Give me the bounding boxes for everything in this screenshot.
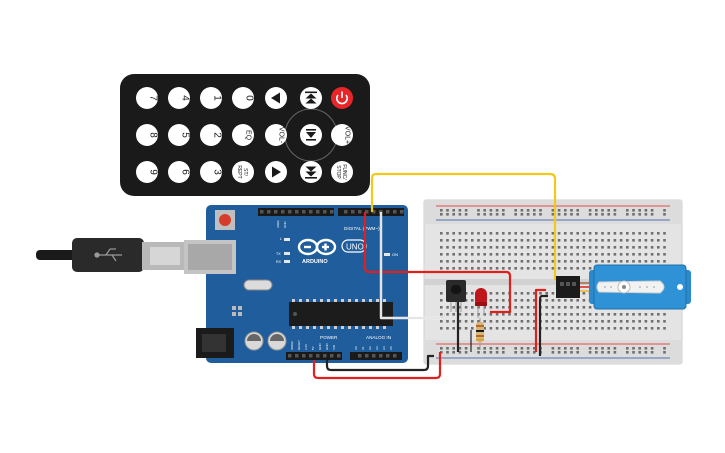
on-label: ON bbox=[392, 252, 398, 257]
remote-key-st-rept[interactable]: ST/REPT bbox=[232, 161, 254, 183]
yellow-wire bbox=[370, 172, 557, 280]
gnd-top-label: GND bbox=[283, 221, 287, 229]
remote-key-9[interactable]: 9 bbox=[136, 161, 159, 183]
rx-label: RX bbox=[276, 260, 282, 264]
svg-text:VOL+: VOL+ bbox=[344, 126, 351, 144]
gnd-bottom-label: GND bbox=[318, 343, 322, 351]
svg-text:UNO: UNO bbox=[346, 243, 364, 252]
remote-key-label: 8 bbox=[148, 132, 159, 138]
vin-label: VIN bbox=[332, 345, 336, 350]
analog-pin-label-a2: A2 bbox=[368, 346, 372, 350]
remote-key-3[interactable]: 3 bbox=[200, 161, 223, 183]
remote-key-label: 5 bbox=[180, 132, 191, 138]
ioref-label: IOREF bbox=[290, 341, 294, 350]
remote-key-label: 6 bbox=[180, 169, 191, 175]
arduino-logo bbox=[297, 238, 337, 256]
remote-key-label: EQ bbox=[245, 130, 252, 141]
analog-pin-label-a3: A3 bbox=[375, 346, 379, 350]
status-leds bbox=[284, 238, 390, 263]
ir-receiver[interactable] bbox=[446, 280, 466, 312]
remote-key-eq[interactable]: EQ bbox=[232, 124, 254, 146]
remote-prev-button[interactable] bbox=[265, 87, 287, 109]
triangle-right-icon bbox=[272, 166, 281, 178]
remote-play-pause-button[interactable] bbox=[300, 124, 322, 146]
remote-fast-forward-button[interactable] bbox=[300, 161, 322, 183]
power-icon bbox=[336, 91, 348, 105]
reset-button[interactable] bbox=[215, 210, 235, 230]
remote-func-stop-button[interactable]: FUNC/STOP bbox=[331, 161, 353, 183]
svg-text:VOL-: VOL- bbox=[278, 127, 285, 144]
red-led[interactable] bbox=[475, 288, 487, 318]
skip-up-icon bbox=[305, 91, 317, 104]
remote-func-stop-label: FUNC/STOP bbox=[335, 164, 347, 180]
uno-badge: UNO bbox=[341, 239, 367, 253]
remote-key-label: 9 bbox=[148, 169, 159, 175]
triangle-left-icon bbox=[271, 92, 280, 104]
ir-remote: 7 4 1 0 8 5 2 EQ 9 6 3 ST/REPT VOL- bbox=[120, 74, 370, 196]
servo-motor[interactable] bbox=[556, 264, 691, 310]
remote-key-label: 2 bbox=[212, 132, 223, 138]
black-wire-ground bbox=[325, 354, 434, 372]
remote-key-label: 1 bbox=[212, 95, 223, 101]
analog-pin-label-a4: A4 bbox=[382, 346, 386, 350]
analog-pin-label-a0: A0 bbox=[354, 346, 358, 350]
remote-next-button[interactable] bbox=[265, 161, 287, 183]
v5-label: 5V bbox=[311, 346, 315, 350]
aref-label: AREF bbox=[276, 220, 280, 228]
remote-vol-plus-button[interactable]: VOL+ bbox=[331, 124, 353, 146]
remote-key-label: 4 bbox=[180, 95, 191, 101]
power-header[interactable] bbox=[286, 352, 402, 360]
remote-key-6[interactable]: 6 bbox=[168, 161, 191, 183]
remote-power-button[interactable] bbox=[331, 87, 353, 109]
remote-key-8[interactable]: 8 bbox=[136, 124, 159, 146]
arduino-uno-board: ARDUINO UNO DIGITAL (PWM~) POWER ANALOG … bbox=[184, 205, 408, 363]
reset-pin-label: RESET bbox=[297, 340, 301, 350]
remote-key-4[interactable]: 4 bbox=[168, 87, 191, 109]
l-label: L bbox=[280, 237, 282, 241]
remote-key-7[interactable]: 7 bbox=[136, 87, 159, 109]
remote-key-5[interactable]: 5 bbox=[168, 124, 191, 146]
usb-icon bbox=[94, 248, 122, 262]
gnd-bottom-label-2: GND bbox=[325, 343, 329, 351]
wires bbox=[312, 172, 557, 380]
remote-key-label: 0 bbox=[244, 95, 255, 101]
remote-vol-minus-button[interactable]: VOL- bbox=[265, 124, 287, 146]
red-wire-servo-rail bbox=[534, 288, 546, 352]
analog-label: ANALOG IN bbox=[366, 335, 391, 340]
skip-down-icon bbox=[305, 166, 317, 179]
digital-label: DIGITAL (PWM~) bbox=[344, 226, 380, 231]
v33-label: 3.3V bbox=[304, 344, 308, 350]
power-label: POWER bbox=[320, 335, 338, 340]
remote-key-label: ST/REPT bbox=[236, 165, 248, 178]
remote-key-label: 7 bbox=[148, 95, 159, 101]
analog-pin-label-a1: A1 bbox=[361, 346, 365, 350]
remote-key-0[interactable]: 0 bbox=[232, 87, 255, 109]
capacitors bbox=[244, 331, 287, 351]
play-pause-icon bbox=[306, 129, 316, 141]
remote-key-1[interactable]: 1 bbox=[200, 87, 223, 109]
remote-key-2[interactable]: 2 bbox=[200, 124, 223, 146]
arduino-brand-label: ARDUINO bbox=[302, 259, 328, 265]
resistor[interactable] bbox=[476, 318, 484, 350]
red-wire-power bbox=[312, 352, 442, 380]
black-wire-servo-rail bbox=[538, 294, 548, 356]
microcontroller-chip bbox=[289, 299, 393, 329]
remote-fast-back-button[interactable] bbox=[300, 87, 322, 109]
remote-key-label: 3 bbox=[212, 169, 223, 175]
red-wire-servo bbox=[363, 212, 512, 314]
tx-label: TX bbox=[276, 252, 281, 256]
servo-connector bbox=[556, 276, 580, 298]
crystal bbox=[243, 279, 273, 291]
analog-pin-label-a5: A5 bbox=[389, 346, 393, 350]
usb-cable bbox=[36, 238, 184, 272]
